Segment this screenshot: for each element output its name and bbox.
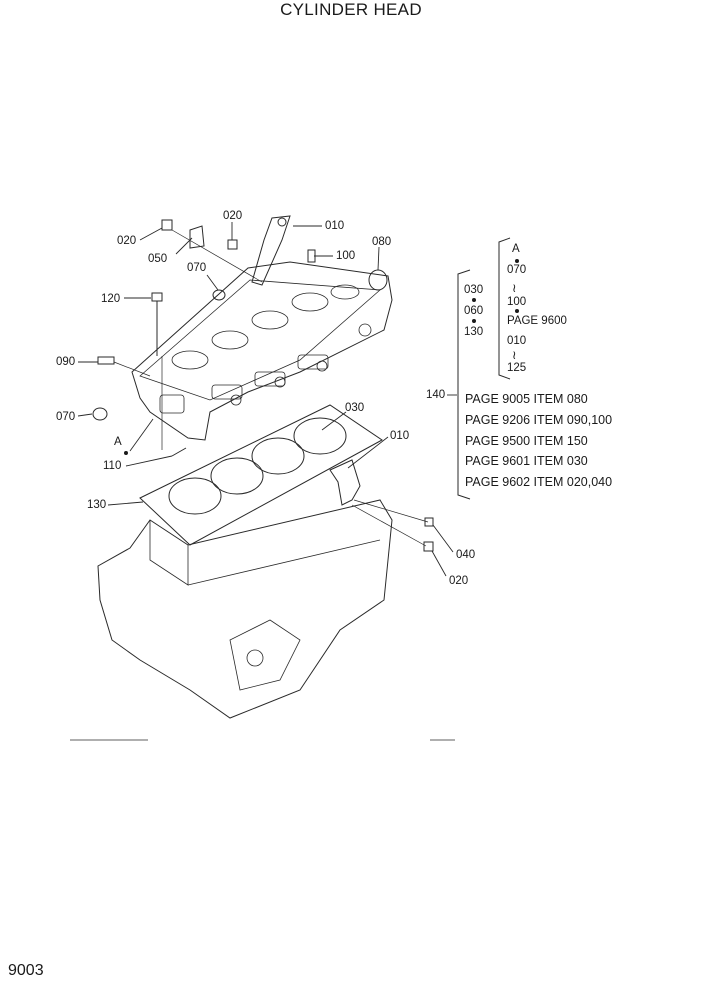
- kit-right-item: PAGE 9600: [507, 315, 567, 327]
- callout-020-left: 020: [117, 235, 137, 247]
- kit-reference: PAGE 9500 ITEM 150: [465, 434, 588, 448]
- callout-050: 050: [148, 253, 168, 265]
- kit-right-item: 010: [507, 335, 527, 347]
- cylinder-head-ports: [159, 284, 372, 414]
- kit-group-bracket-outer: [457, 269, 471, 500]
- kit-range-tilde: ≀: [512, 348, 517, 362]
- kit-right-a: A: [512, 243, 520, 255]
- assembly-guide-lines: [113, 229, 429, 547]
- callout-030-gasket: 030: [345, 402, 365, 414]
- engine-block-face: [149, 520, 189, 586]
- callout-040: 040: [456, 549, 476, 561]
- bolt-020-left-part: [161, 219, 173, 231]
- engine-block-port: [246, 649, 264, 667]
- lifting-bracket-top: [251, 215, 291, 286]
- callout-070-top: 070: [187, 262, 207, 274]
- callout-leader-lines: [77, 222, 457, 577]
- lifting-bracket-rear: [329, 459, 361, 506]
- cap-080-part: [368, 269, 388, 291]
- callout-a-left-dot: [124, 451, 128, 455]
- kit-reference: PAGE 9206 ITEM 090,100: [465, 413, 613, 427]
- kit-left-item: 060: [464, 305, 484, 317]
- kit-right-item: 070: [507, 264, 527, 276]
- head-bolt-120-part: [151, 292, 163, 302]
- callout-080: 080: [372, 236, 392, 248]
- dowel-110-part: [171, 447, 187, 457]
- kit-right-dot: [515, 309, 519, 313]
- kit-right-item: 100: [507, 296, 527, 308]
- kit-left-item: 030: [464, 284, 484, 296]
- kit-reference: PAGE 9005 ITEM 080: [465, 392, 588, 406]
- engine-block-part: [97, 499, 393, 719]
- nut-070-top-part: [212, 289, 226, 301]
- cylinder-head-top-face: [139, 279, 381, 401]
- bolt-020-top-part: [227, 239, 238, 250]
- callout-010-right: 010: [390, 430, 410, 442]
- callout-010-top: 010: [325, 220, 345, 232]
- kit-reference: PAGE 9602 ITEM 020,040: [465, 475, 613, 489]
- callout-100: 100: [336, 250, 356, 262]
- engine-block-edge: [187, 539, 381, 586]
- engine-block-mount: [229, 619, 301, 691]
- bracket-050-part: [189, 225, 205, 249]
- head-gasket-part: [139, 404, 383, 546]
- bolt-020-bottom-part: [423, 541, 434, 552]
- callout-090: 090: [56, 356, 76, 368]
- kit-reference: PAGE 9601 ITEM 030: [465, 454, 588, 468]
- gasket-bores: [168, 417, 347, 515]
- kit-group-bracket-inner: [498, 237, 511, 380]
- nut-070-left-part: [92, 407, 108, 421]
- cylinder-head-part: [131, 261, 393, 441]
- stud-090-part: [97, 356, 115, 365]
- page-number: 9003: [8, 962, 44, 979]
- callout-140: 140: [426, 389, 446, 401]
- lifting-bracket-hole: [277, 217, 287, 227]
- callout-130: 130: [87, 499, 107, 511]
- kit-left-dot: [472, 319, 476, 323]
- kit-left-dot: [472, 298, 476, 302]
- callout-110: 110: [103, 460, 122, 472]
- callout-a-left: A: [114, 436, 122, 448]
- plug-100-part: [307, 249, 316, 263]
- callout-070-left: 070: [56, 411, 76, 423]
- callout-120: 120: [101, 293, 121, 305]
- callout-020-top: 020: [223, 210, 243, 222]
- kit-range-tilde: ≀: [512, 281, 517, 295]
- callout-020-bottom: 020: [449, 575, 469, 587]
- kit-right-dot: [515, 259, 519, 263]
- page-title: CYLINDER HEAD: [280, 0, 422, 19]
- kit-left-item: 130: [464, 326, 484, 338]
- nut-040-part: [424, 517, 434, 527]
- kit-right-item: 125: [507, 362, 527, 374]
